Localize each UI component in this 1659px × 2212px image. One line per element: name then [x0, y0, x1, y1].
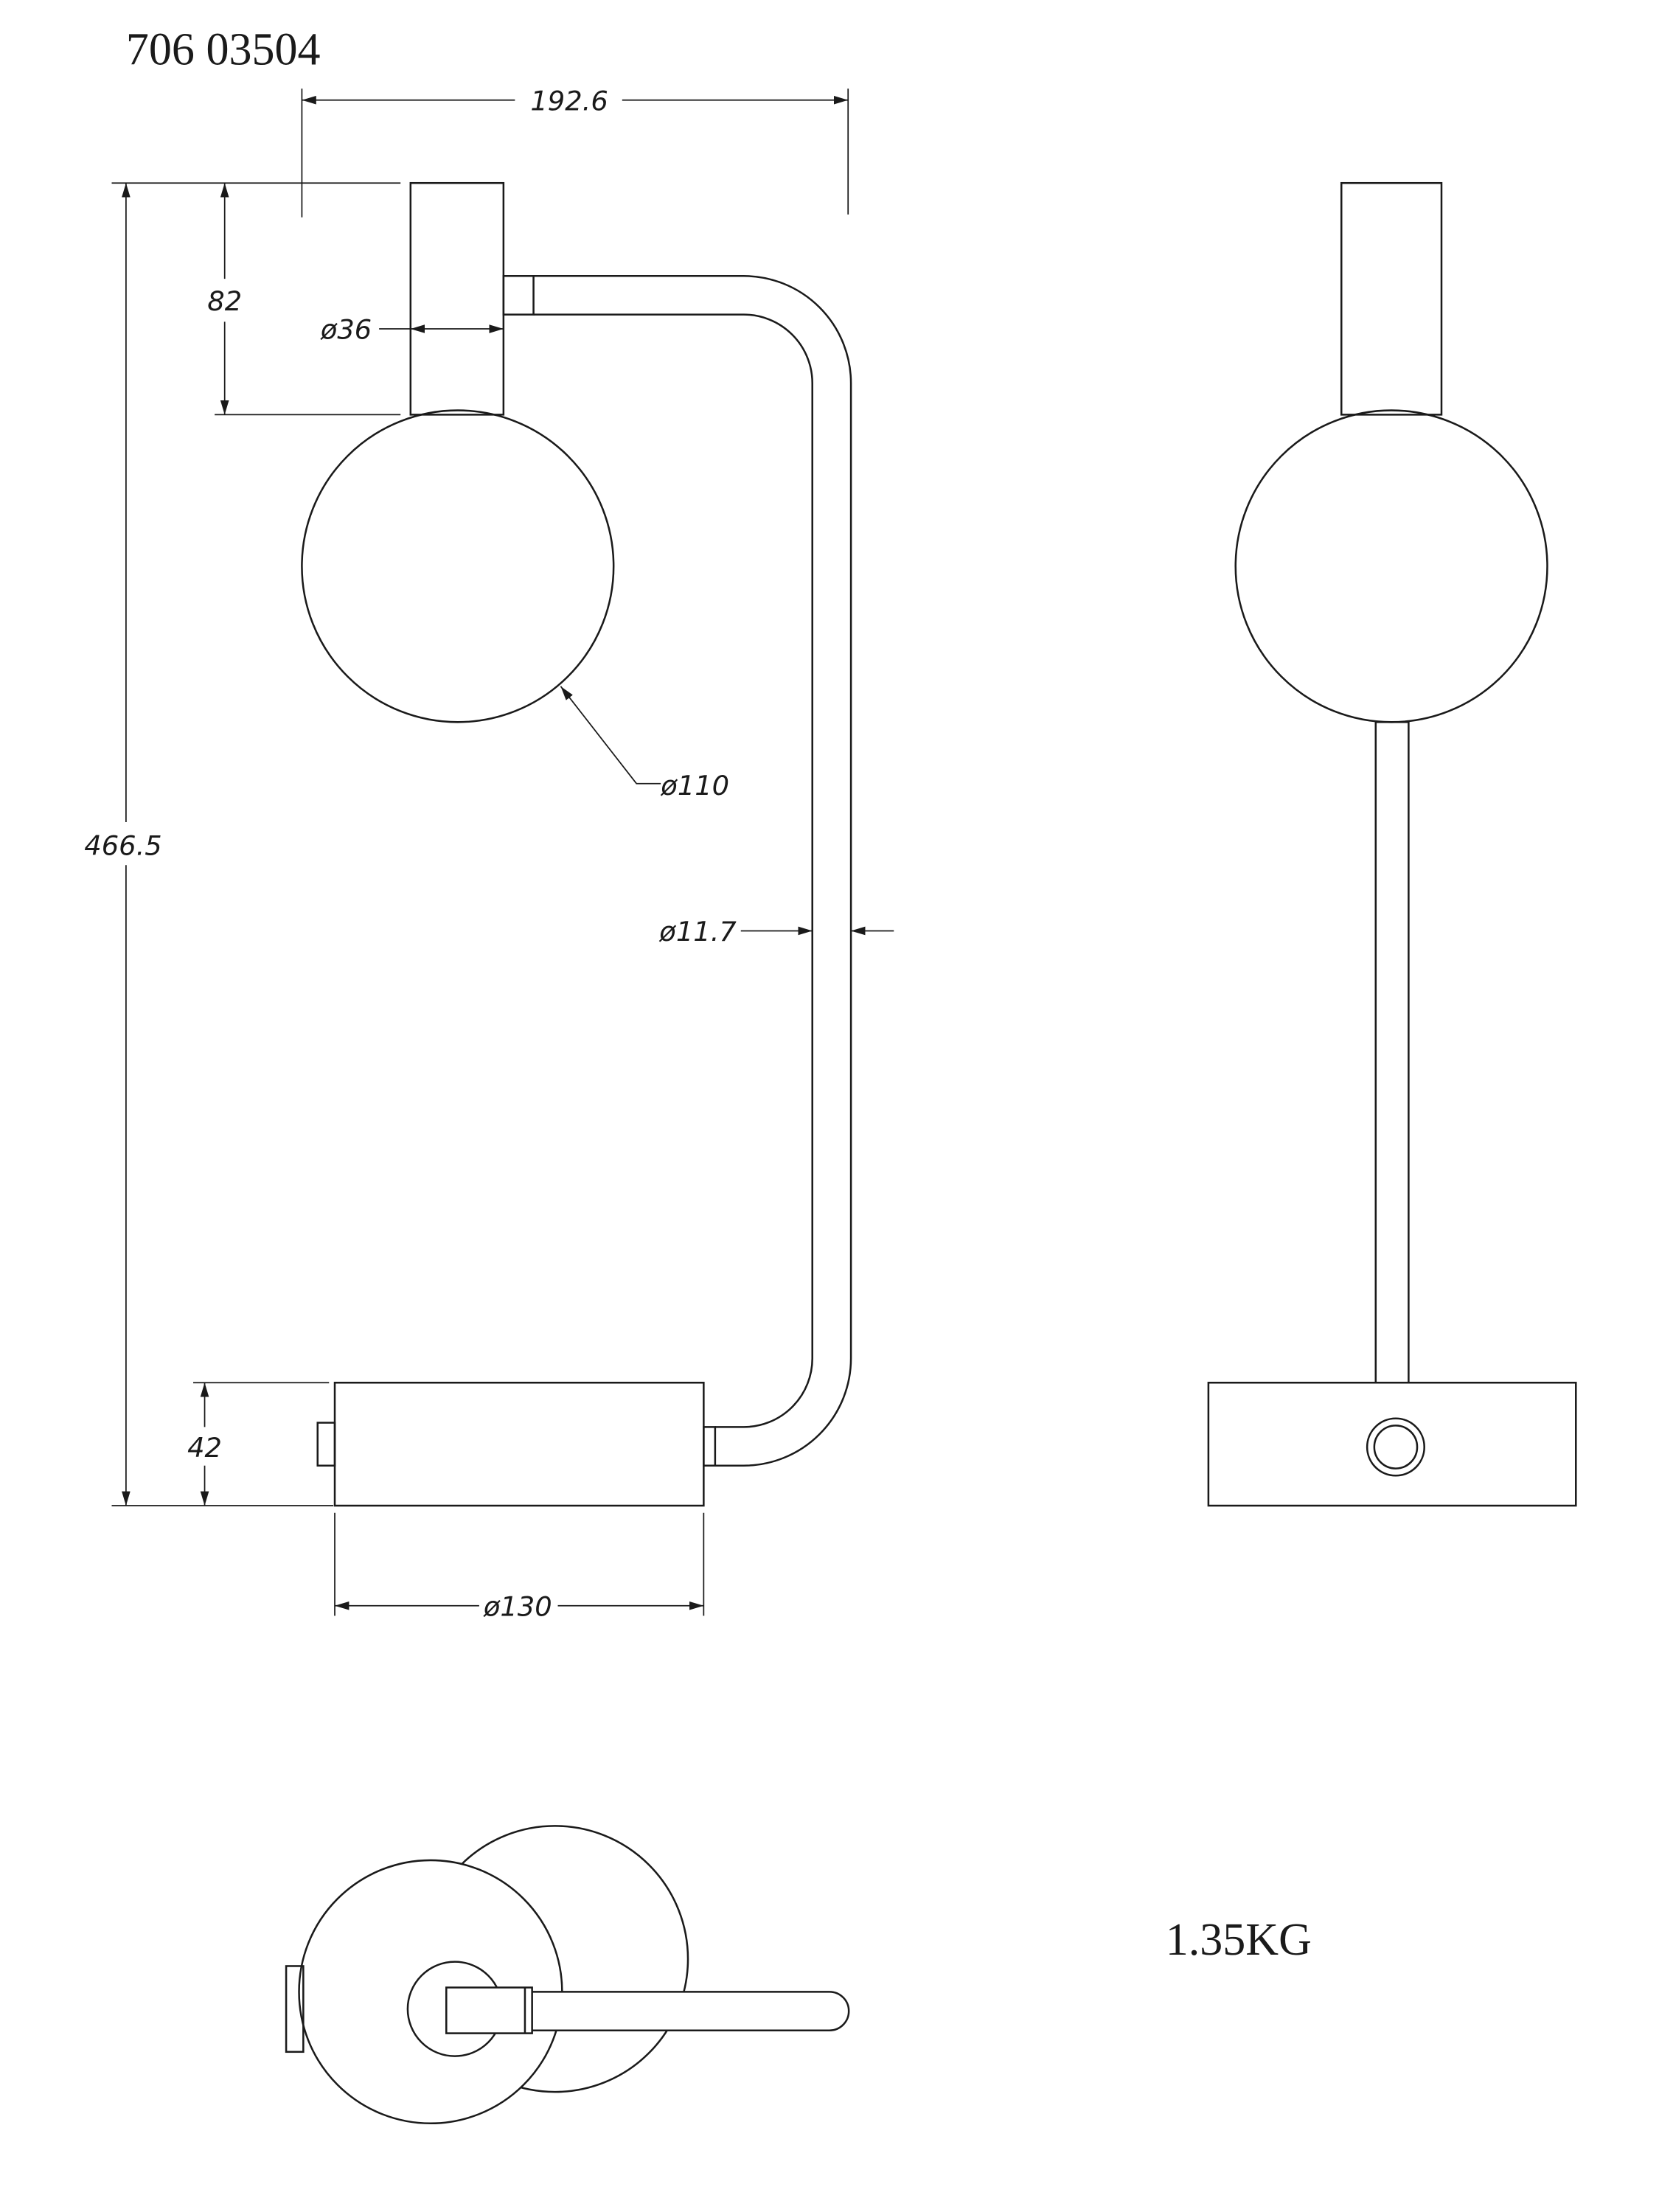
pipe-outer [533, 275, 852, 1467]
switch [316, 1422, 336, 1467]
pipe [445, 1991, 850, 2031]
dim-globe-diameter-label: ø110 [660, 770, 729, 801]
dim-width-label: 192.6 [530, 85, 608, 116]
button [1366, 1417, 1425, 1477]
base [333, 1381, 705, 1507]
dimension-466-5: 466.5 [84, 182, 401, 1506]
dim-height-label: 466.5 [84, 830, 161, 862]
globe [301, 409, 615, 723]
dimension-11-7: ø11.7 [658, 916, 894, 947]
product-code: 706 03504 [126, 24, 321, 74]
dim-base-diameter-label: ø130 [483, 1590, 552, 1622]
globe [1234, 409, 1548, 723]
pipe-inner [533, 313, 813, 1428]
pipe-connector-top [502, 275, 535, 316]
switch [285, 1965, 305, 2053]
rod [1374, 721, 1410, 1384]
dim-base-height-label: 42 [187, 1432, 222, 1464]
front-view [1207, 181, 1577, 1507]
dimension-36: ø36 [320, 314, 504, 346]
stem-cap [1340, 181, 1443, 416]
dimension-42: 42 [187, 1382, 330, 1506]
button-inner [1373, 1425, 1419, 1470]
side-view [301, 181, 852, 1507]
dim-pipe-diameter-label: ø11.7 [658, 916, 737, 947]
dimension-110: ø110 [560, 686, 729, 801]
stem-cap [409, 181, 505, 416]
dimension-192-6: 192.6 [301, 85, 849, 218]
weight-label: 1.35KG [1166, 1915, 1312, 1965]
base [1207, 1381, 1577, 1507]
dimension-130: ø130 [334, 1512, 705, 1622]
connector [445, 1986, 533, 2034]
dimension-82: 82 [207, 183, 401, 416]
pipe-connector-base [703, 1426, 717, 1467]
dim-stem-height-label: 82 [207, 285, 242, 317]
dim-stem-diameter-label: ø36 [320, 314, 372, 346]
top-view [285, 1825, 850, 2125]
